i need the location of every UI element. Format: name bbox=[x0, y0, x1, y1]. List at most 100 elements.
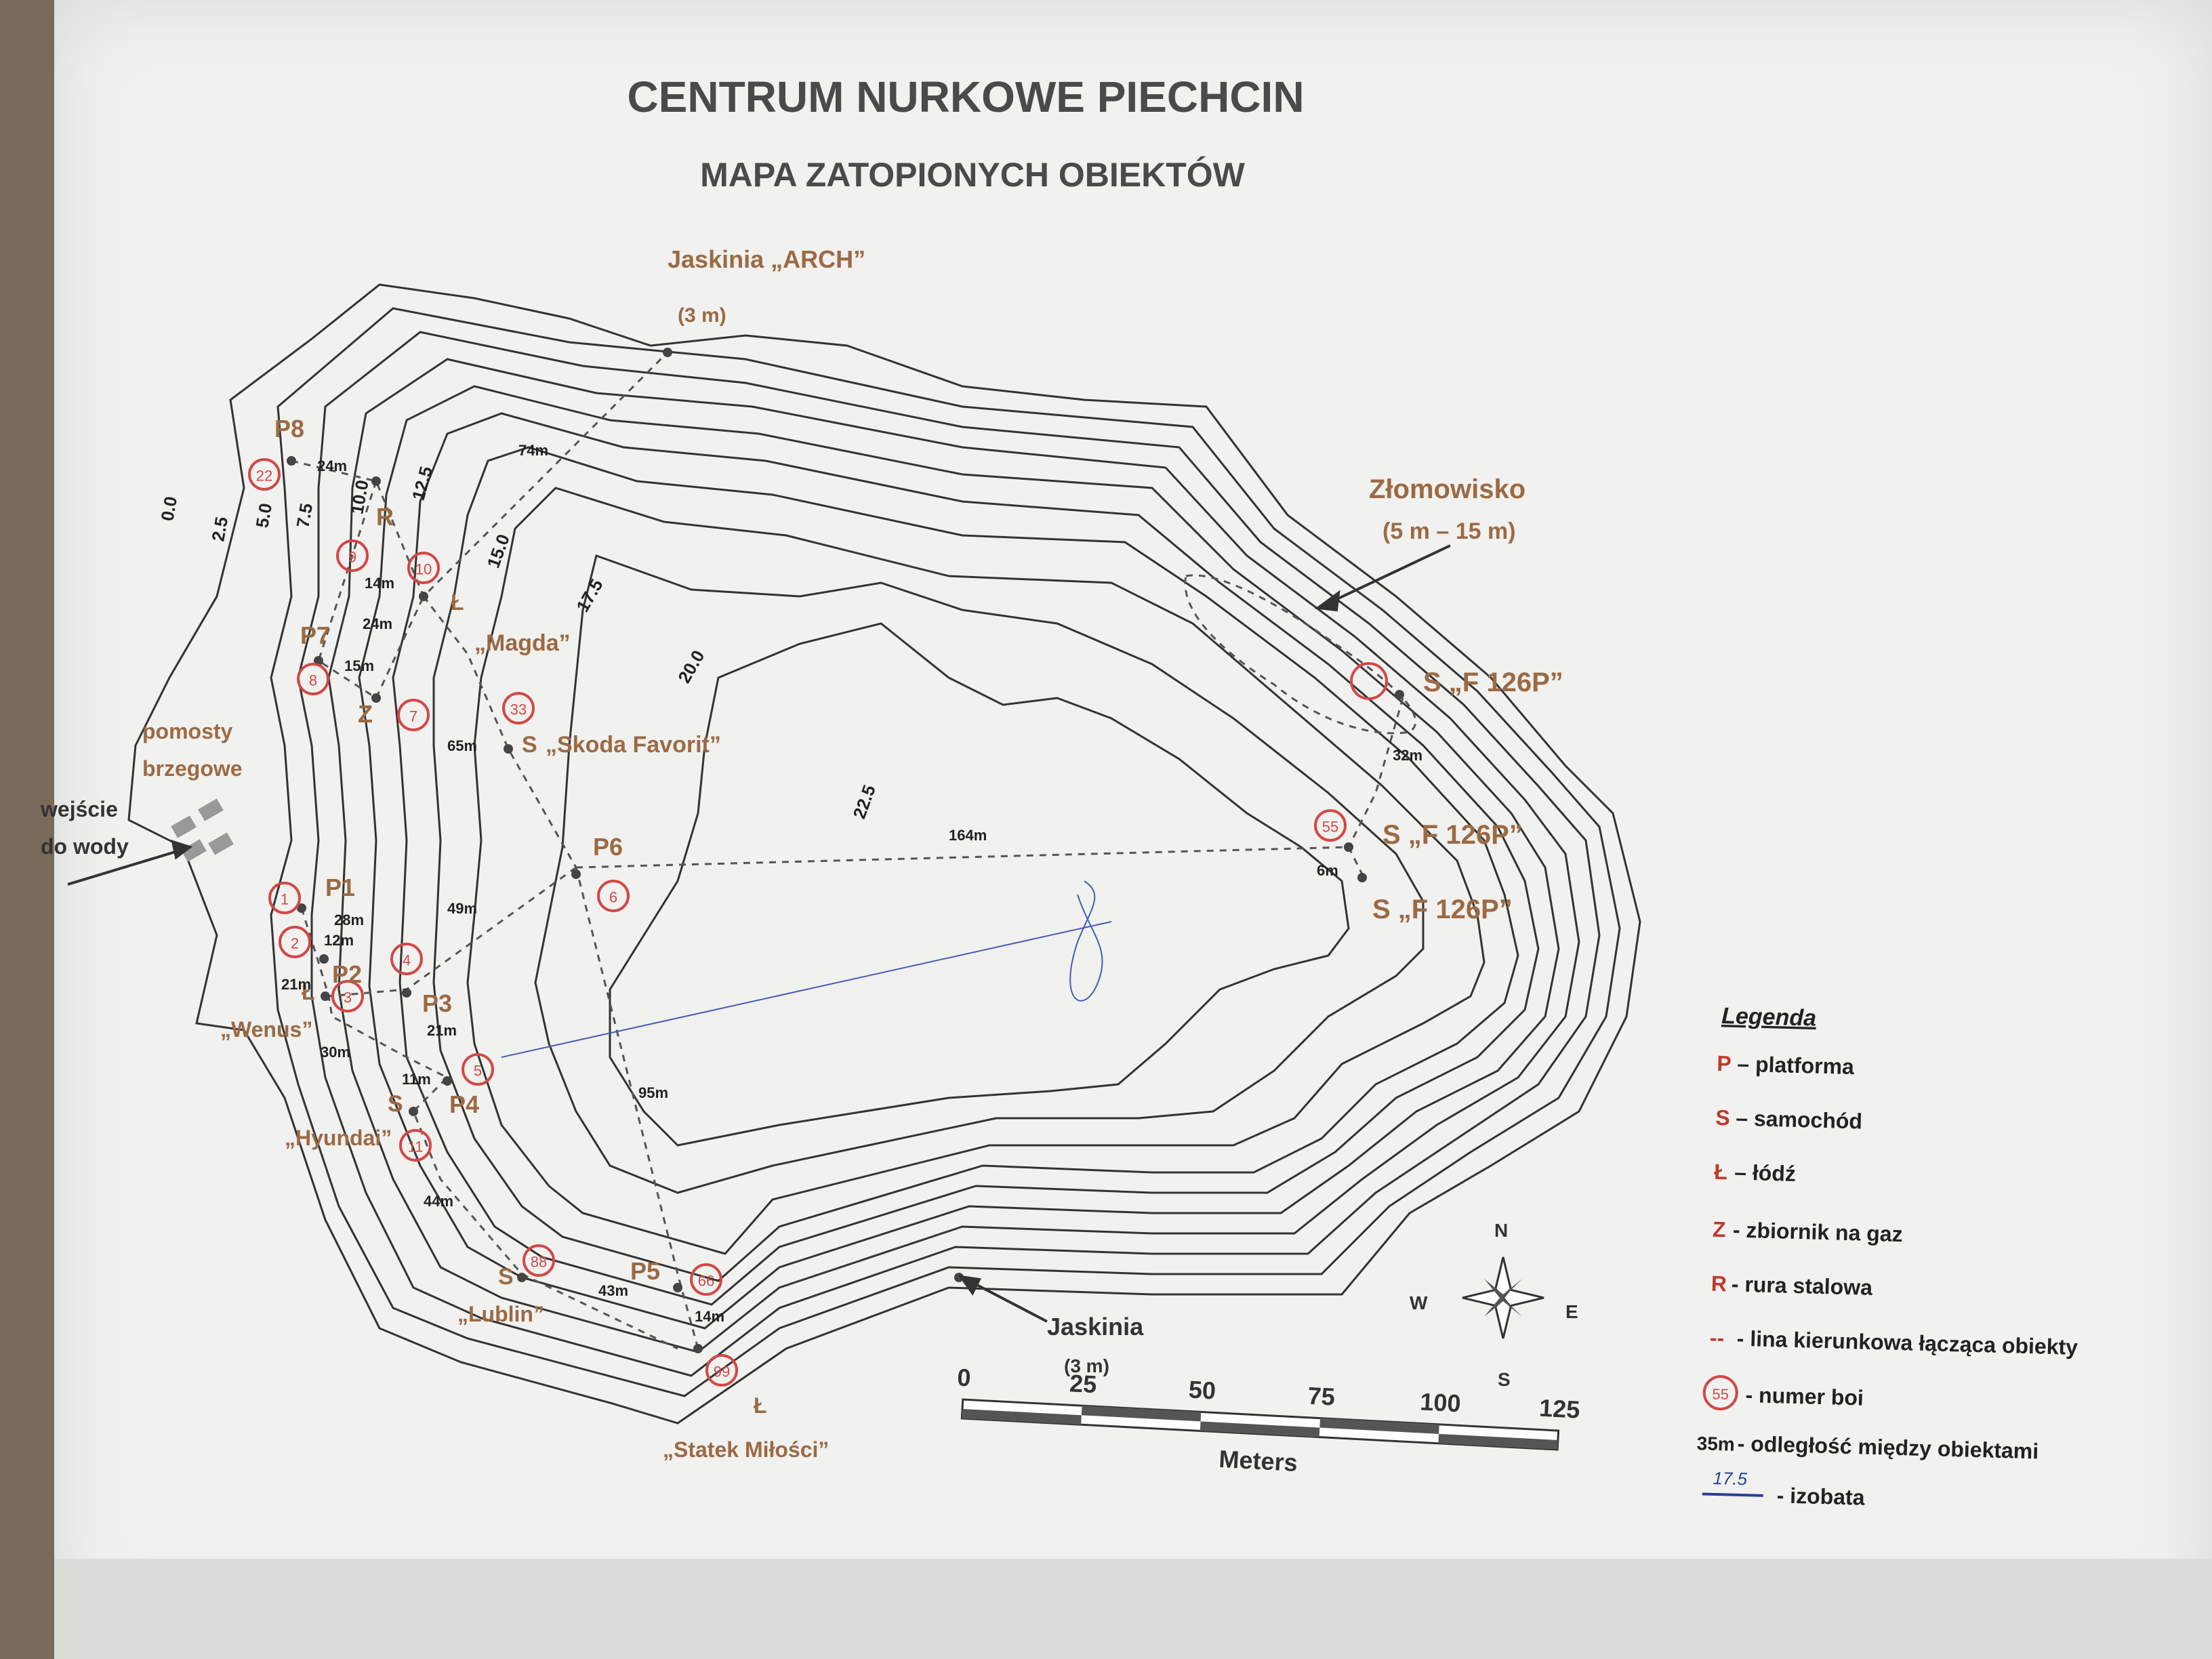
distance-label: 44m bbox=[424, 1193, 453, 1210]
distance-label: 74m bbox=[518, 442, 548, 459]
unnumbered-buoy bbox=[1350, 662, 1388, 700]
buoy-9: 9 bbox=[336, 539, 369, 572]
scale-tick: 25 bbox=[1069, 1369, 1097, 1398]
svg-text:5: 5 bbox=[474, 1063, 482, 1080]
platform-p5: P5 bbox=[630, 1257, 660, 1285]
buoy-99: 99 bbox=[705, 1354, 738, 1387]
distance-label: 15m bbox=[344, 657, 374, 674]
buoy-55: 55 bbox=[1314, 809, 1347, 842]
pipe-r-label: R bbox=[376, 503, 394, 531]
boat-magda-label: „Magda” bbox=[474, 630, 571, 656]
legend-key: S bbox=[1715, 1105, 1730, 1130]
compass-w: W bbox=[1410, 1292, 1428, 1313]
car-skoda-marker: S bbox=[522, 732, 537, 758]
isobath-22-5 bbox=[609, 622, 1350, 1147]
isobath-12-5 bbox=[392, 412, 1540, 1306]
isobath-20-0 bbox=[534, 554, 1425, 1194]
car-lublin-marker: S bbox=[498, 1264, 514, 1290]
svg-text:22: 22 bbox=[256, 468, 272, 485]
pen-scribble bbox=[501, 880, 1112, 1058]
car-skoda-label: „Skoda Favorit” bbox=[546, 732, 721, 758]
isobath-17-5 bbox=[466, 487, 1486, 1255]
legend-key: R bbox=[1711, 1271, 1727, 1296]
buoy-6: 6 bbox=[597, 880, 630, 912]
compass-rose: N S E W bbox=[1410, 1220, 1578, 1390]
legend-key: 35m bbox=[1696, 1433, 1735, 1454]
isobath-label: 0.0 bbox=[157, 495, 181, 523]
scale-tick: 125 bbox=[1538, 1394, 1580, 1424]
buoy-3: 3 bbox=[331, 980, 364, 1012]
svg-text:66: 66 bbox=[698, 1273, 714, 1290]
isobath-label: 2.5 bbox=[207, 515, 232, 543]
isobath-label: 12.5 bbox=[408, 464, 436, 503]
distance-label: 14m bbox=[365, 575, 394, 592]
car-f126p-3-label: S „F 126P” bbox=[1372, 895, 1513, 924]
isobath-label: 22.5 bbox=[848, 782, 880, 821]
legend-title: Legenda bbox=[1721, 1003, 1817, 1031]
cave-label: Jaskinia bbox=[1047, 1313, 1144, 1340]
cave-depth: (3 m) bbox=[1064, 1355, 1109, 1376]
entry-labels: wejście do wody Jaskinia (3 m) bbox=[40, 797, 1144, 1376]
buoys: 22 9 10 8 7 33 55 1 2 3 4 5 6 11 88 66 9… bbox=[248, 458, 1388, 1387]
legend-text: - izobata bbox=[1776, 1483, 1865, 1509]
buoy-10: 10 bbox=[407, 552, 440, 584]
isobath-7-5 bbox=[327, 358, 1580, 1353]
legend: Legenda P – platforma S – samochód Ł – ł… bbox=[1696, 1003, 2078, 1510]
notice-board bbox=[54, 0, 2212, 1626]
isobath-label: 5.0 bbox=[251, 501, 276, 529]
car-hyundai-label: „Hyundai” bbox=[285, 1126, 392, 1150]
legend-text: – platforma bbox=[1737, 1052, 1855, 1080]
svg-text:55: 55 bbox=[1322, 819, 1338, 836]
legend-key: Z bbox=[1713, 1217, 1726, 1242]
scrapyard-label: Złomowisko bbox=[1369, 474, 1525, 504]
svg-text:4: 4 bbox=[403, 952, 411, 969]
buoy-8: 8 bbox=[297, 663, 329, 695]
entry-label-line2: do wody bbox=[41, 834, 129, 859]
svg-text:8: 8 bbox=[309, 672, 317, 689]
isobath-label: 15.0 bbox=[483, 531, 514, 571]
place-labels: Jaskinia „ARCH” (3 m) Złomowisko (5 m – … bbox=[142, 245, 1525, 781]
distance-label: 21m bbox=[281, 976, 311, 993]
distance-label: 49m bbox=[447, 900, 477, 917]
distance-label: 30m bbox=[321, 1044, 350, 1061]
isobath-label: 7.5 bbox=[292, 501, 316, 529]
svg-text:99: 99 bbox=[714, 1364, 730, 1380]
isobath-2-5 bbox=[270, 307, 1621, 1397]
board-frame bbox=[54, 1559, 2212, 1659]
legend-text: - numer boi bbox=[1745, 1382, 1864, 1410]
compass-s: S bbox=[1498, 1369, 1511, 1390]
arch-cave-label: Jaskinia „ARCH” bbox=[668, 245, 865, 273]
scale-bar: 0 25 50 75 100 125 Meters bbox=[956, 1364, 1580, 1477]
lake-contours bbox=[127, 283, 1641, 1425]
distance-label: 164m bbox=[949, 827, 987, 844]
legend-text: - odległość między obiektami bbox=[1737, 1431, 2039, 1464]
legend-key: -- bbox=[1709, 1326, 1724, 1351]
distance-label: 65m bbox=[447, 737, 477, 754]
legend-key: 17.5 bbox=[1713, 1468, 1748, 1489]
piers bbox=[171, 798, 234, 862]
object-markers bbox=[287, 348, 1404, 1353]
scale-tick: 100 bbox=[1419, 1387, 1461, 1417]
legend-text: – samochód bbox=[1736, 1106, 1863, 1134]
car-hyundai-marker: S bbox=[388, 1091, 403, 1117]
legend-isobath-sample bbox=[1702, 1492, 1763, 1497]
entry-label-line1: wejście bbox=[40, 797, 118, 821]
buoy-5: 5 bbox=[462, 1053, 494, 1086]
legend-key: P bbox=[1717, 1051, 1732, 1076]
arch-cave-depth: (3 m) bbox=[678, 304, 726, 327]
distance-label: 32m bbox=[1393, 747, 1422, 764]
distance-label: 95m bbox=[638, 1084, 668, 1101]
platform-p8: P8 bbox=[274, 415, 304, 443]
boat-statek-marker: Ł bbox=[754, 1393, 767, 1418]
scale-tick: 75 bbox=[1307, 1382, 1336, 1411]
svg-text:2: 2 bbox=[291, 935, 299, 952]
buoy-33: 33 bbox=[502, 692, 535, 724]
legend-key: Ł bbox=[1714, 1160, 1727, 1184]
distance-label: 12m bbox=[324, 932, 354, 949]
legend-key: 55 bbox=[1712, 1385, 1729, 1403]
boat-magda-marker: Ł bbox=[451, 590, 464, 615]
scale-tick: 50 bbox=[1188, 1375, 1216, 1404]
gas-tank-z-label: Z bbox=[358, 700, 373, 728]
distance-label: 11m bbox=[402, 1071, 431, 1088]
legend-text: - zbiornik na gaz bbox=[1733, 1218, 1904, 1247]
